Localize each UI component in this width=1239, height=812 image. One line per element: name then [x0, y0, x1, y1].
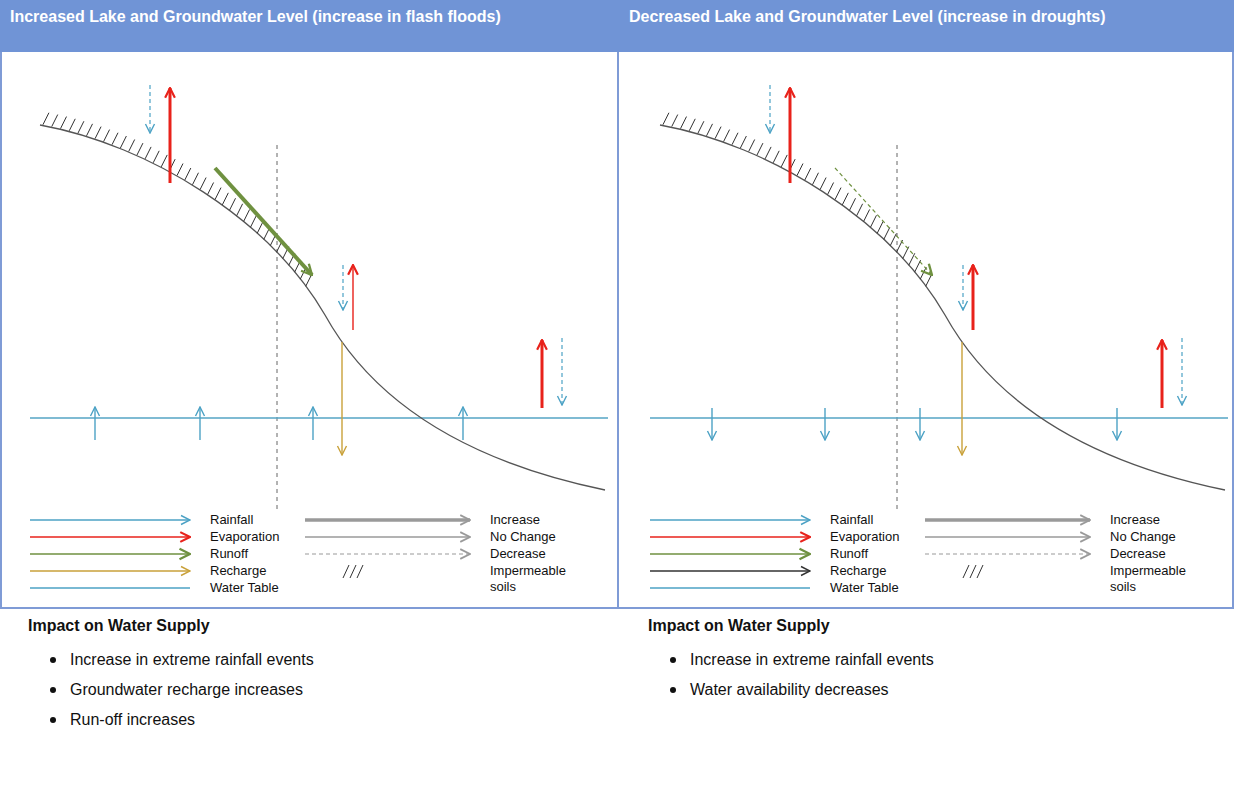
flux-arrow: [312, 407, 313, 440]
flux-arrow: [919, 408, 920, 440]
slope-illustration: [650, 85, 1228, 512]
legend-text: Runoff: [830, 546, 868, 562]
legend-text: Increase: [1110, 512, 1160, 528]
flux-arrow: [341, 342, 342, 455]
bullet-item: Increase in extreme rainfall events: [70, 650, 314, 670]
flux-arrow: [541, 340, 544, 408]
legend-text: Evaporation: [830, 529, 899, 545]
water-table-line: [30, 417, 608, 419]
legend-sample: [343, 565, 363, 578]
legend-text: Water Table: [210, 580, 279, 596]
legend-text: Decrease: [1110, 546, 1166, 562]
legend-text: Rainfall: [830, 512, 873, 528]
legend-text: Impermeable soils: [1110, 563, 1205, 595]
legend-text: Impermeable soils: [490, 563, 585, 595]
flux-arrow: [149, 85, 150, 133]
ground-surface: [660, 125, 1225, 490]
impermeable-hatching: [43, 113, 312, 287]
header-band: Increased Lake and Groundwater Level (in…: [0, 0, 619, 52]
legend-text: Increase: [490, 512, 540, 528]
legend-sample: [650, 537, 810, 538]
legend-sample: [650, 571, 810, 572]
legend-text: Rainfall: [210, 512, 253, 528]
divider-line: [897, 145, 898, 512]
header-band: Decreased Lake and Groundwater Level (in…: [619, 0, 1234, 52]
impermeable-hatching: [663, 113, 932, 287]
header-text: Increased Lake and Groundwater Level (in…: [10, 6, 609, 27]
legend-sample: [305, 554, 470, 555]
flux-arrow: [561, 338, 562, 405]
panel-frame: [0, 0, 1234, 608]
flux-arrow: [835, 168, 932, 275]
legend-sample: [925, 554, 1090, 555]
legend-sample: [305, 537, 470, 538]
legend-sample: [925, 537, 1090, 538]
legend-sample: [963, 565, 983, 578]
flux-arrow: [352, 265, 353, 330]
legend-text: Recharge: [830, 563, 886, 579]
water-table-line: [650, 417, 1228, 419]
legend-sample: [30, 554, 190, 555]
ground-surface: [40, 125, 605, 490]
bullet-item: Groundwater recharge increases: [70, 680, 303, 700]
flux-arrow: [462, 407, 463, 440]
flux-arrow: [711, 408, 712, 440]
legend-text: Recharge: [210, 563, 266, 579]
legend-sample: [650, 554, 810, 555]
flux-arrow: [769, 85, 770, 133]
legend-sample: [305, 520, 470, 521]
legend-text: Decrease: [490, 546, 546, 562]
legend-sample: [650, 520, 810, 521]
legend-text: Evaporation: [210, 529, 279, 545]
flux-arrow: [94, 407, 95, 440]
flux-arrow: [1181, 338, 1182, 405]
flux-arrow: [1161, 340, 1164, 408]
slope-illustration: [30, 85, 608, 512]
flux-arrows: [95, 85, 562, 455]
legend-text: Water Table: [830, 580, 899, 596]
legend-text: Runoff: [210, 546, 248, 562]
flux-arrow: [972, 265, 975, 330]
flux-arrow: [342, 265, 343, 310]
flux-arrow: [789, 88, 792, 183]
legend-sample: [650, 588, 810, 589]
legend-sample: [925, 520, 1090, 521]
divider-line: [277, 145, 278, 512]
legend-sample: [30, 537, 190, 538]
legend-sample: [30, 571, 190, 572]
bullet-item: Run-off increases: [70, 710, 195, 730]
legend-text: No Change: [1110, 529, 1176, 545]
flux-arrow: [962, 265, 963, 310]
bullet-item: Increase in extreme rainfall events: [690, 650, 934, 670]
header-text: Decreased Lake and Groundwater Level (in…: [629, 6, 1224, 27]
flux-arrow: [169, 88, 172, 183]
legend-sample: [30, 520, 190, 521]
legend-sample: [30, 588, 190, 589]
flux-arrow: [961, 342, 962, 455]
flux-arrow: [824, 408, 825, 440]
bullet-item: Water availability decreases: [690, 680, 889, 700]
flux-arrows: [712, 85, 1182, 455]
flux-arrow: [199, 407, 200, 440]
section-heading: Impact on Water Supply: [648, 616, 830, 636]
legend-text: No Change: [490, 529, 556, 545]
flux-arrow: [1116, 408, 1117, 440]
section-heading: Impact on Water Supply: [28, 616, 210, 636]
flux-arrow: [215, 168, 312, 275]
